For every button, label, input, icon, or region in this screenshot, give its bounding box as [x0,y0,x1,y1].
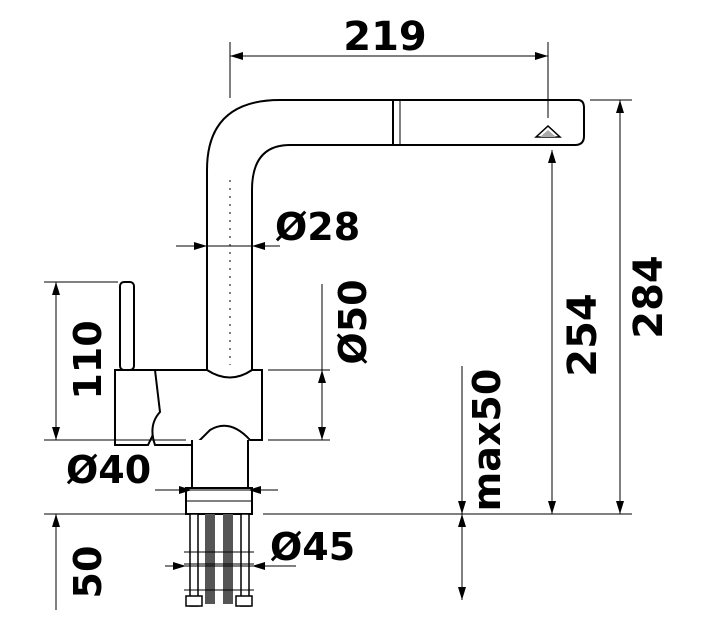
shank-end-right [235,595,253,607]
shank-end-left [185,595,203,607]
dim-max-deck-thickness: max50 [465,369,509,512]
dim-lever-height: 110 [66,320,110,399]
hose-right [223,514,233,604]
dim-total-width: 219 [343,14,427,60]
dimension-lines [44,42,632,610]
dim-shank-diameter: Ø45 [270,525,355,569]
dim-spout-height: 254 [560,293,606,377]
base-column [191,440,249,489]
faucet-body [151,369,263,446]
faucet-outline [114,99,585,607]
shank-rod-left [189,513,199,607]
dim-shank-length: 50 [66,546,110,599]
spray-nozzle-shade [540,130,556,137]
dim-total-height: 284 [626,255,672,339]
mounting-shank [184,513,254,607]
lever-stick [119,281,135,371]
shank-rod-right [240,513,250,607]
dim-spout-diameter: Ø28 [275,205,360,249]
dim-body-diameter: Ø50 [331,279,375,364]
hose-left [205,514,215,604]
dim-base-diameter: Ø40 [66,448,151,492]
spout-arm [206,99,394,372]
spout-head [392,99,585,146]
